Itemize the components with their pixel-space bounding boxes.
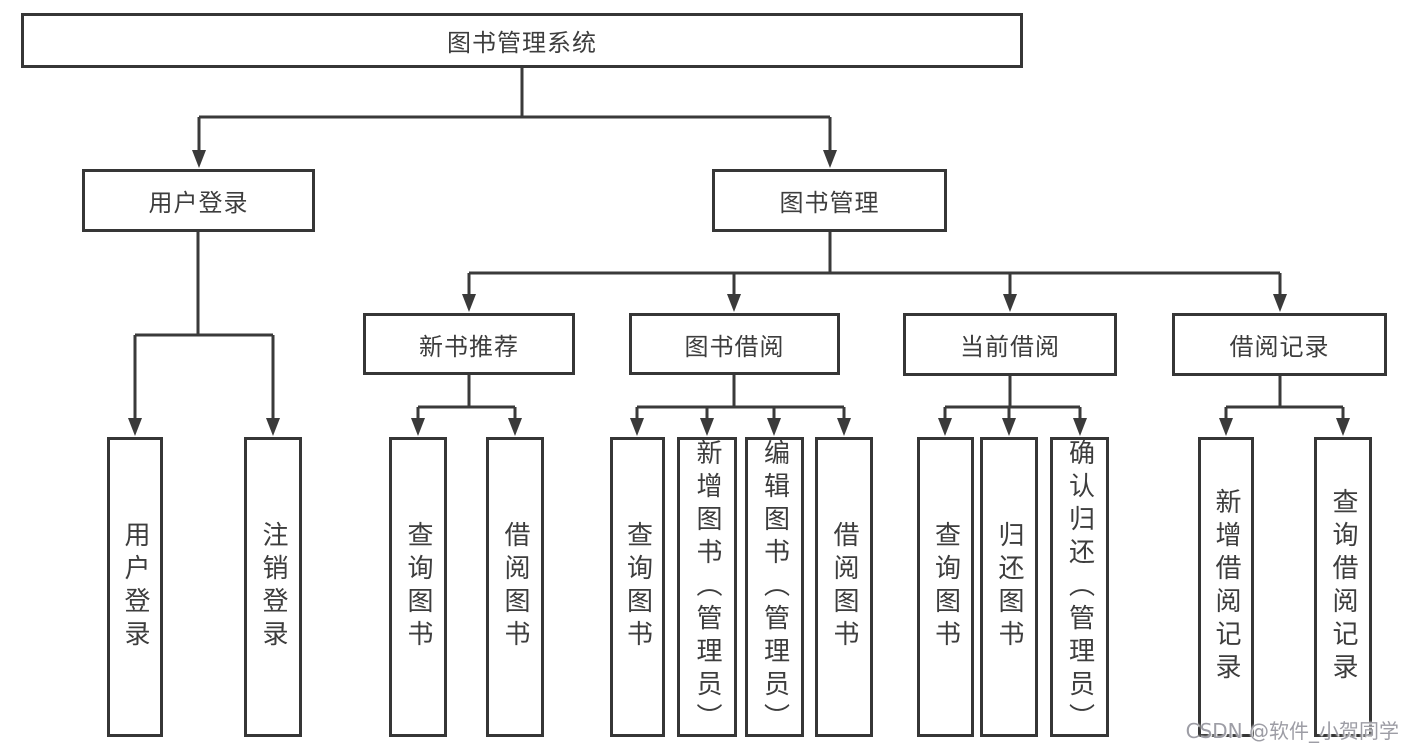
leaf-add-borrow-record-label: 新增借阅记录 (1211, 488, 1241, 686)
leaf-confirm-return-admin-label: 确认归还（管理员） (1064, 438, 1095, 736)
node-new-book-recommend: 新书推荐 (363, 313, 575, 375)
node-new-book-recommend-label: 新书推荐 (419, 332, 519, 361)
arrow-down-icon (938, 418, 952, 436)
node-book-management-label: 图书管理 (779, 189, 880, 217)
connector-current-borrow-children (938, 375, 1087, 436)
arrow-down-icon (1273, 294, 1287, 312)
arrow-down-icon (266, 418, 280, 436)
node-library-system-label: 图书管理系统 (447, 29, 597, 57)
arrow-down-icon (1336, 418, 1350, 436)
leaf-query-books-current-label: 查询图书 (930, 521, 961, 653)
arrow-down-icon (630, 418, 644, 436)
node-library-system: 图书管理系统 (21, 13, 1023, 68)
leaf-add-books-admin-label: 新增图书（管理员） (692, 438, 722, 736)
arrow-down-icon (823, 150, 837, 168)
leaf-add-borrow-record: 新增借阅记录 (1198, 437, 1254, 737)
arrow-down-icon (462, 294, 476, 312)
arrow-down-icon (727, 294, 741, 312)
leaf-confirm-return-admin: 确认归还（管理员） (1050, 437, 1109, 737)
connector-user-login-children (128, 232, 280, 436)
leaf-return-books-label: 归还图书 (994, 521, 1024, 653)
leaf-edit-books-admin: 编辑图书（管理员） (745, 437, 804, 737)
leaf-query-books-borrow: 查询图书 (610, 437, 665, 737)
connector-book-borrow-children (630, 375, 851, 436)
leaf-borrow-books-label: 借阅图书 (829, 521, 859, 653)
connector-root-to-level2 (192, 68, 837, 168)
leaf-query-books-recommend: 查询图书 (389, 437, 447, 737)
leaf-query-books-recommend-label: 查询图书 (403, 521, 433, 653)
node-book-management: 图书管理 (712, 169, 947, 232)
leaf-query-books-current: 查询图书 (917, 437, 974, 737)
arrow-down-icon (1003, 294, 1017, 312)
node-current-borrow-label: 当前借阅 (960, 333, 1060, 361)
leaf-user-login: 用户登录 (107, 437, 163, 737)
leaf-edit-books-admin-label: 编辑图书（管理员） (759, 438, 790, 736)
leaf-query-borrow-record-label: 查询借阅记录 (1328, 488, 1358, 686)
node-current-borrow: 当前借阅 (903, 313, 1117, 376)
leaf-query-books-borrow-label: 查询图书 (622, 521, 653, 653)
arrow-down-icon (411, 418, 425, 436)
leaf-user-login-label: 用户登录 (120, 521, 150, 653)
leaf-return-books: 归还图书 (980, 437, 1038, 737)
arrow-down-icon (128, 418, 142, 436)
leaf-logout-label: 注销登录 (258, 521, 288, 653)
node-user-login: 用户登录 (82, 169, 315, 232)
leaf-borrow-books-recommend-label: 借阅图书 (500, 521, 530, 653)
arrow-down-icon (1219, 418, 1233, 436)
node-user-login-label: 用户登录 (148, 189, 249, 217)
leaf-query-borrow-record: 查询借阅记录 (1314, 437, 1372, 737)
arrow-down-icon (700, 418, 714, 436)
csdn-watermark: CSDN @软件_小贺同学 (1185, 719, 1399, 743)
node-borrow-records-label: 借阅记录 (1229, 333, 1330, 361)
arrow-down-icon (767, 418, 781, 436)
node-book-borrow: 图书借阅 (629, 313, 840, 375)
connector-borrow-record-children (1219, 375, 1350, 436)
arrow-down-icon (837, 418, 851, 436)
arrow-down-icon (508, 418, 522, 436)
connector-new-book-children (411, 375, 522, 436)
node-borrow-records: 借阅记录 (1172, 313, 1387, 376)
arrow-down-icon (1073, 418, 1087, 436)
leaf-add-books-admin: 新增图书（管理员） (677, 437, 737, 737)
leaf-borrow-books: 借阅图书 (815, 437, 873, 737)
connector-book-management-children (462, 231, 1287, 312)
node-book-borrow-label: 图书借阅 (684, 332, 785, 361)
leaf-borrow-books-recommend: 借阅图书 (486, 437, 544, 737)
arrow-down-icon (192, 150, 206, 168)
leaf-logout: 注销登录 (244, 437, 302, 737)
arrow-down-icon (1002, 418, 1016, 436)
